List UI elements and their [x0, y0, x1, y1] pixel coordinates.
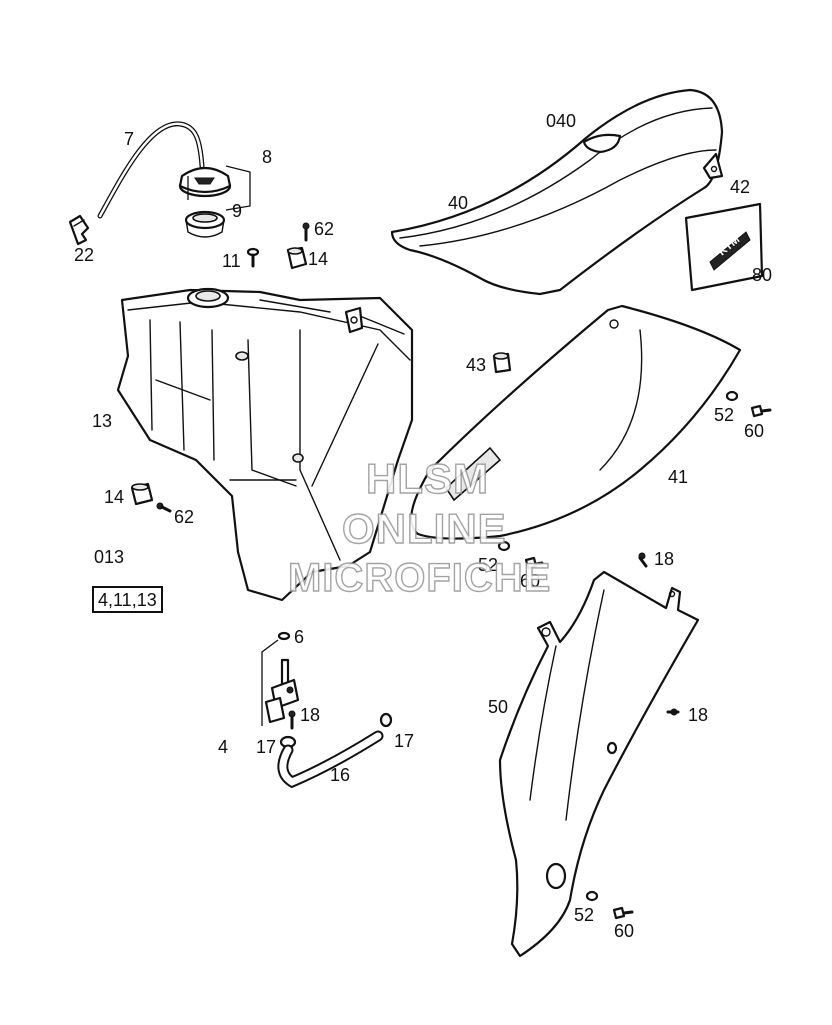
- side-panel: [410, 304, 742, 540]
- washer-52-c: [585, 890, 599, 902]
- screw-62-lower: [156, 502, 172, 513]
- callout-52-a: 52: [714, 405, 735, 425]
- callout-62-upper: 62: [314, 219, 335, 239]
- callout-14-lower: 14: [104, 487, 125, 507]
- callout-52-c: 52: [574, 905, 595, 925]
- screw-62-upper: [302, 222, 310, 242]
- callout-18-side: 18: [688, 705, 709, 725]
- callout-6: 6: [294, 627, 305, 647]
- screw-18-upper: [638, 552, 648, 568]
- callout-41: 41: [668, 467, 689, 487]
- callout-11: 11: [222, 251, 241, 271]
- screw-18-side: [666, 708, 680, 716]
- callout-60-a: 60: [744, 421, 765, 441]
- fuel-cap: [178, 166, 232, 198]
- callout-42: 42: [730, 177, 751, 197]
- cap-gasket: [184, 210, 226, 238]
- callout-17-right: 17: [394, 731, 415, 751]
- screw-60-a: [750, 404, 772, 418]
- callout-60-b: 60: [520, 571, 541, 591]
- callout-40: 40: [448, 193, 469, 213]
- callout-9: 9: [232, 201, 243, 221]
- callout-62-lower: 62: [174, 507, 195, 527]
- screw-11: [246, 247, 260, 268]
- callout-18-upper: 18: [654, 549, 675, 569]
- screw-60-c: [612, 906, 634, 920]
- elbow-fitting: [68, 214, 90, 246]
- screw-18-tap: [288, 710, 296, 730]
- callout-13: 13: [92, 411, 113, 431]
- seat: [390, 88, 724, 296]
- callout-013: 013: [94, 547, 125, 567]
- fuel-tank: [116, 287, 414, 602]
- radiator-spoiler: [498, 570, 700, 958]
- callout-60-c: 60: [614, 921, 635, 941]
- callout-17-left: 17: [256, 737, 277, 757]
- callout-22: 22: [74, 245, 95, 265]
- callout-80: 80: [752, 265, 773, 285]
- fuel-tap: [264, 631, 300, 724]
- callout-50: 50: [488, 697, 509, 717]
- bushing-14-upper: [286, 246, 308, 270]
- watermark-line-2: ONLINE: [341, 505, 507, 552]
- o-ring-6: [277, 631, 291, 641]
- watermark-line-1: HLSM: [365, 455, 489, 502]
- screw-60-b: [524, 556, 544, 570]
- watermark-line-3: MICROFICHE: [287, 556, 552, 600]
- callout-040: 040: [546, 111, 577, 131]
- bushing-14-lower: [130, 482, 154, 506]
- callout-16: 16: [330, 765, 351, 785]
- callout-7: 7: [124, 129, 135, 149]
- callout-18-tap: 18: [300, 705, 321, 725]
- bushing-43: [492, 352, 512, 374]
- callout-8: 8: [262, 147, 273, 167]
- hose-clamp-17-right: [379, 712, 393, 728]
- washer-52-a: [725, 390, 739, 402]
- callout-52-b: 52: [478, 555, 499, 575]
- callout-14-upper: 14: [308, 249, 329, 269]
- callout-4: 4: [218, 737, 229, 757]
- kit-contents-box: 4,11,13: [92, 586, 163, 613]
- decal-ktm: [684, 202, 764, 292]
- washer-52-b: [497, 540, 511, 552]
- callout-43: 43: [466, 355, 487, 375]
